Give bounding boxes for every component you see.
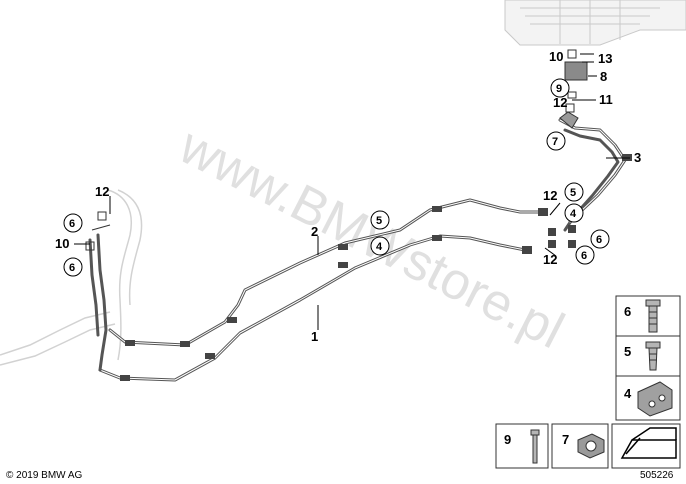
callout-12-low: 12 (543, 252, 557, 267)
callout-12-top: 12 (553, 95, 567, 110)
engine-block-outline (504, 0, 686, 46)
circle-6-b: 6 (69, 262, 75, 274)
circled-labels (63, 78, 610, 277)
pipe-line-2-inner (109, 199, 541, 346)
screw-9-icon (530, 429, 540, 464)
left-hose (88, 233, 108, 372)
legend-7: 7 (562, 432, 569, 447)
clip-4-icon (637, 381, 673, 417)
circle-5-a: 5 (376, 215, 382, 227)
nut-7-icon (577, 433, 605, 459)
callout-8: 8 (600, 69, 607, 84)
leader-lines (74, 53, 630, 330)
circle-4-a: 4 (376, 241, 383, 253)
diagram-id: 505226 (640, 470, 674, 481)
legend-5: 5 (624, 344, 631, 359)
circle-4-b: 4 (570, 208, 577, 220)
arrow-next-icon (620, 427, 677, 459)
legend-4: 4 (624, 386, 632, 401)
callout-10-left: 10 (55, 236, 69, 251)
copyright-text: © 2019 BMW AG (6, 470, 83, 481)
circle-9: 9 (556, 83, 562, 95)
callout-11: 11 (599, 92, 613, 107)
circle-7: 7 (552, 136, 558, 148)
callout-1: 1 (311, 329, 318, 344)
watermark-text: www.BMWstore.pl (170, 117, 573, 361)
callout-13: 13 (598, 51, 612, 66)
bolt-5-icon (645, 341, 661, 371)
callout-12-mid: 12 (543, 188, 557, 203)
circle-6-c: 6 (596, 234, 602, 246)
callout-10-top: 10 (549, 49, 563, 64)
legend-6: 6 (624, 304, 631, 319)
callout-3: 3 (634, 150, 641, 165)
left-fittings (85, 211, 111, 251)
bolt-6-icon (645, 299, 661, 333)
circle-5-b: 5 (570, 187, 576, 199)
expansion-valve-block (559, 49, 588, 129)
callout-12-left: 12 (95, 184, 109, 199)
callout-2: 2 (311, 224, 318, 239)
circle-6-d: 6 (581, 250, 587, 262)
pipe-line-1-inner (99, 235, 526, 381)
legend-9: 9 (504, 432, 511, 447)
circle-6-a: 6 (69, 218, 75, 230)
legend-grid (495, 295, 681, 469)
